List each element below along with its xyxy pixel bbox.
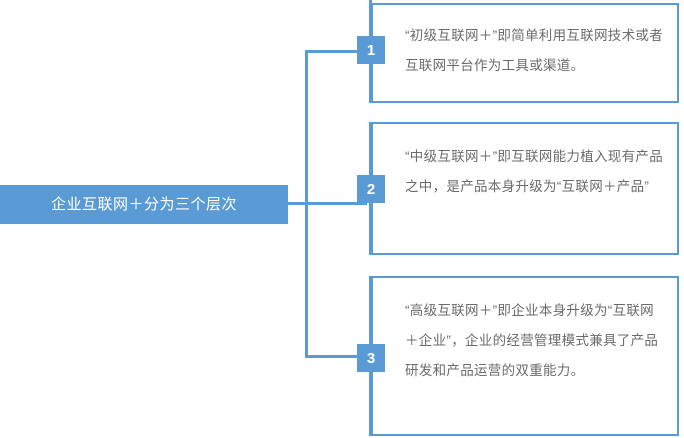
branch-text-1: “初级互联网＋”即简单利用互联网技术或者互联网平台作为工具或渠道。 (405, 28, 663, 73)
branch-badge-1-number: 1 (366, 41, 376, 59)
root-label-box[interactable]: 企业互联网＋分为三个层次 (0, 185, 288, 224)
branch-badge-2[interactable]: 2 (357, 175, 385, 203)
branch-box-1[interactable]: “初级互联网＋”即简单利用互联网技术或者互联网平台作为工具或渠道。 (371, 3, 679, 103)
branch-badge-2-number: 2 (366, 180, 376, 198)
branch-box-2[interactable]: “中级互联网＋”即互联网能力植入现有产品之中，是产品本身升级为“互联网＋产品” (371, 122, 679, 255)
connector-arm-3 (305, 355, 367, 358)
branch-badge-3[interactable]: 3 (357, 344, 385, 372)
branch-badge-1[interactable]: 1 (357, 36, 385, 64)
branch-text-2: “中级互联网＋”即互联网能力植入现有产品之中，是产品本身升级为“互联网＋产品” (405, 149, 663, 194)
connector-root-stub (288, 202, 307, 205)
root-label-text: 企业互联网＋分为三个层次 (50, 196, 237, 213)
branch-badge-3-number: 3 (366, 349, 376, 367)
branch-text-3: “高级互联网＋”即企业本身升级为“互联网＋企业”，企业的经营管理模式兼具了产品研… (405, 303, 659, 378)
connector-arm-1 (305, 50, 367, 53)
connector-arm-2 (305, 202, 367, 205)
branch-box-3[interactable]: “高级互联网＋”即企业本身升级为“互联网＋企业”，企业的经营管理模式兼具了产品研… (371, 276, 679, 436)
